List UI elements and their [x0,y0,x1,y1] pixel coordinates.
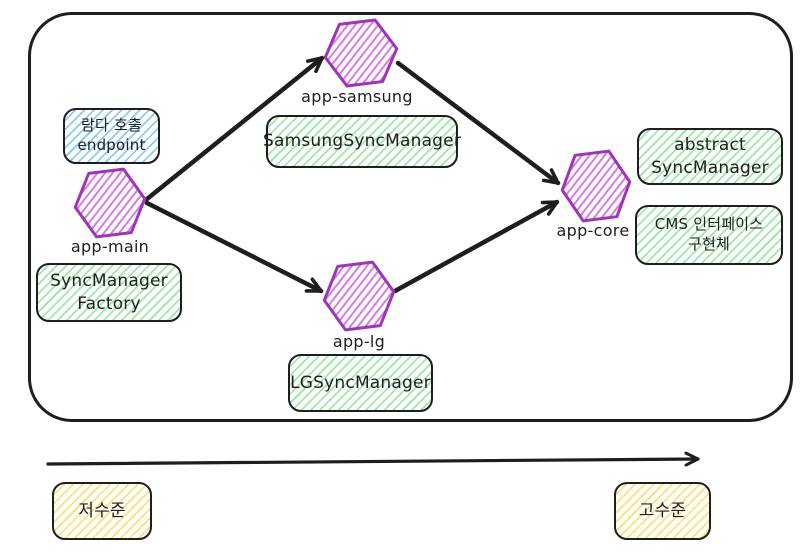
note-text-line: endpoint [77,136,146,154]
hexagon-app-main[interactable] [71,167,148,239]
note-abstract-syncmanager[interactable]: abstract SyncManager [637,128,783,185]
node-label-app-samsung[interactable]: app-samsung [301,87,413,106]
note-syncmanager-factory[interactable]: SyncManager Factory [36,263,182,322]
hexagon-app-samsung[interactable] [321,18,400,88]
node-label-app-core[interactable]: app-core [556,221,630,240]
note-text-line: SamsungSyncManager [262,131,462,152]
note-lg-sync-manager[interactable]: LGSyncManager [288,354,433,412]
note-lambda-endpoint[interactable]: 람다 호출 endpoint [63,108,160,164]
note-text-line: SyncManager [651,157,769,178]
edge-main-to-lg[interactable] [144,200,324,294]
note-text-line: 고수준 [638,500,687,521]
edge-lg-to-core[interactable] [392,199,560,294]
note-text-line: LGSyncManager [290,372,431,393]
edge-samsung-to-core[interactable] [395,60,561,186]
note-samsung-sync-manager[interactable]: SamsungSyncManager [262,115,462,168]
node-label-app-lg[interactable]: app-lg [332,332,386,351]
note-text-line: 저수준 [78,500,126,521]
note-text-line: abstract [674,135,746,156]
axis-label-high-level[interactable]: 고수준 [614,482,711,540]
note-text-line: Factory [77,293,141,314]
node-shape-group [71,18,634,332]
note-text-line: 람다 호출 [81,116,142,135]
diagram-frame[interactable] [28,12,793,422]
edge-main-to-samsung[interactable] [144,55,325,202]
note-text-line: 구현체 [687,235,730,253]
edge-group [144,55,561,294]
hexagon-app-core[interactable] [558,149,634,223]
note-text-line: CMS 인터페이스 [654,215,764,234]
abstraction-axis-arrow[interactable] [46,451,700,467]
note-text-line: SyncManager [50,271,168,292]
note-cms-interface-impl[interactable]: CMS 인터페이스 구현체 [635,205,783,265]
axis-label-low-level[interactable]: 저수준 [52,482,152,540]
hexagon-app-lg[interactable] [320,260,397,332]
node-label-app-main[interactable]: app-main [70,237,150,256]
